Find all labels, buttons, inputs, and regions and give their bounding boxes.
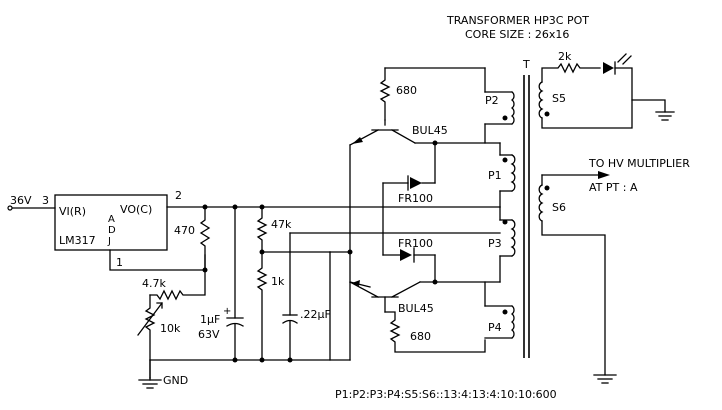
led-ray-2 <box>622 55 632 65</box>
lm317-adj-j: J <box>107 236 111 247</box>
led-ray-1 <box>617 53 627 63</box>
q-bot-collector <box>391 281 421 298</box>
p2-label: P2 <box>485 94 499 107</box>
transformer-title: TRANSFORMER HP3C POT <box>446 14 589 27</box>
resistor-1k <box>256 251 268 361</box>
d-top-body <box>410 177 422 189</box>
q-bot-label: BUL45 <box>398 302 434 315</box>
resistor-47k <box>256 206 268 253</box>
s5-phase-dot <box>544 111 550 117</box>
resistor-2k <box>541 62 601 83</box>
lm317-pin-adj: 1 <box>116 256 123 269</box>
resistor-10k-arrowhead <box>156 302 163 309</box>
q-bot-emitter-arrow <box>352 280 360 286</box>
lm317-vin-label: VI(R) <box>59 205 86 218</box>
lm317-pin-out: 2 <box>175 189 182 202</box>
output-label-2: AT PT : A <box>589 181 638 194</box>
resistor-4k7-label: 4.7k <box>142 277 166 290</box>
resistor-2k-label: 2k <box>558 50 572 63</box>
resistor-10k-arrow <box>137 302 163 336</box>
output-label-1: TO HV MULTIPLIER <box>588 157 690 170</box>
resistor-680-top-label: 680 <box>396 84 417 97</box>
s6-return-wire <box>541 220 606 376</box>
coil-p3 <box>510 219 516 257</box>
cap-1uf-plus: + <box>223 306 231 317</box>
coil-p2 <box>510 91 515 125</box>
cap-22-label: .22μF <box>300 308 331 321</box>
p1-phase-dot <box>502 157 508 163</box>
transformer-label: T <box>522 58 530 71</box>
lm317-regulator <box>54 194 168 251</box>
gnd-label: GND <box>163 374 188 387</box>
s5-ground-wire <box>631 99 666 113</box>
s5-label: S5 <box>552 92 566 105</box>
p3-label: P3 <box>488 237 502 250</box>
d-top-label: FR100 <box>398 192 433 205</box>
coil-p4 <box>510 305 515 339</box>
q-top-label: BUL45 <box>412 124 448 137</box>
lm317-vout-label: VO(C) <box>120 203 152 216</box>
adj-wire <box>109 249 206 271</box>
coil-s5 <box>538 81 544 119</box>
q-top-collector <box>391 129 416 144</box>
resistor-10k <box>144 294 156 379</box>
lm317-adj-a: A <box>108 214 115 225</box>
resistor-680-bot <box>384 311 486 353</box>
node-gnd-1k <box>259 357 265 363</box>
resistor-10k-label: 10k <box>160 322 181 335</box>
resistor-470 <box>199 206 211 271</box>
q-bot-emitter-lead <box>349 281 379 298</box>
d-bot-label: FR100 <box>398 237 433 250</box>
core-size-label: CORE SIZE : 26x16 <box>465 28 569 41</box>
led-body <box>603 62 614 74</box>
input-pin-label: 3 <box>42 194 49 207</box>
coil-s6 <box>538 184 544 222</box>
resistor-470-label: 470 <box>174 224 195 237</box>
node-gnd-1uf <box>232 357 238 363</box>
s5-loop-wire <box>541 67 633 129</box>
s6-phase-dot <box>544 185 550 191</box>
resistor-1k-label: 1k <box>271 275 285 288</box>
s6-label: S6 <box>552 201 566 214</box>
lm317-adj-d: D <box>108 225 116 236</box>
cap-1uf-voltage: 63V <box>198 328 220 341</box>
turns-ratio-label: P1:P2:P3:P4:S5:S6::13:4:13:4:10:10:600 <box>335 388 557 401</box>
p3-phase-dot <box>502 219 508 225</box>
s6-output-arrow <box>598 171 610 179</box>
resistor-47k-label: 47k <box>271 218 292 231</box>
p4-phase-dot <box>502 309 508 315</box>
q-top-emitter-arrow <box>352 137 363 144</box>
p2-phase-dot <box>502 115 508 121</box>
p1-label: P1 <box>488 169 502 182</box>
resistor-680-bot-label: 680 <box>410 330 431 343</box>
input-voltage-label: 36V <box>10 194 32 207</box>
p4-label: P4 <box>488 321 502 334</box>
node-center <box>347 249 353 255</box>
cap-1uf-label: 1μF <box>200 313 220 326</box>
resistor-4k7 <box>149 269 206 301</box>
d-bot-body <box>400 249 412 261</box>
lm317-name-label: LM317 <box>59 234 96 247</box>
resistor-680-top <box>379 67 391 121</box>
node-gnd-22 <box>287 357 293 363</box>
input-terminal <box>7 205 13 211</box>
coil-p1 <box>510 154 516 192</box>
